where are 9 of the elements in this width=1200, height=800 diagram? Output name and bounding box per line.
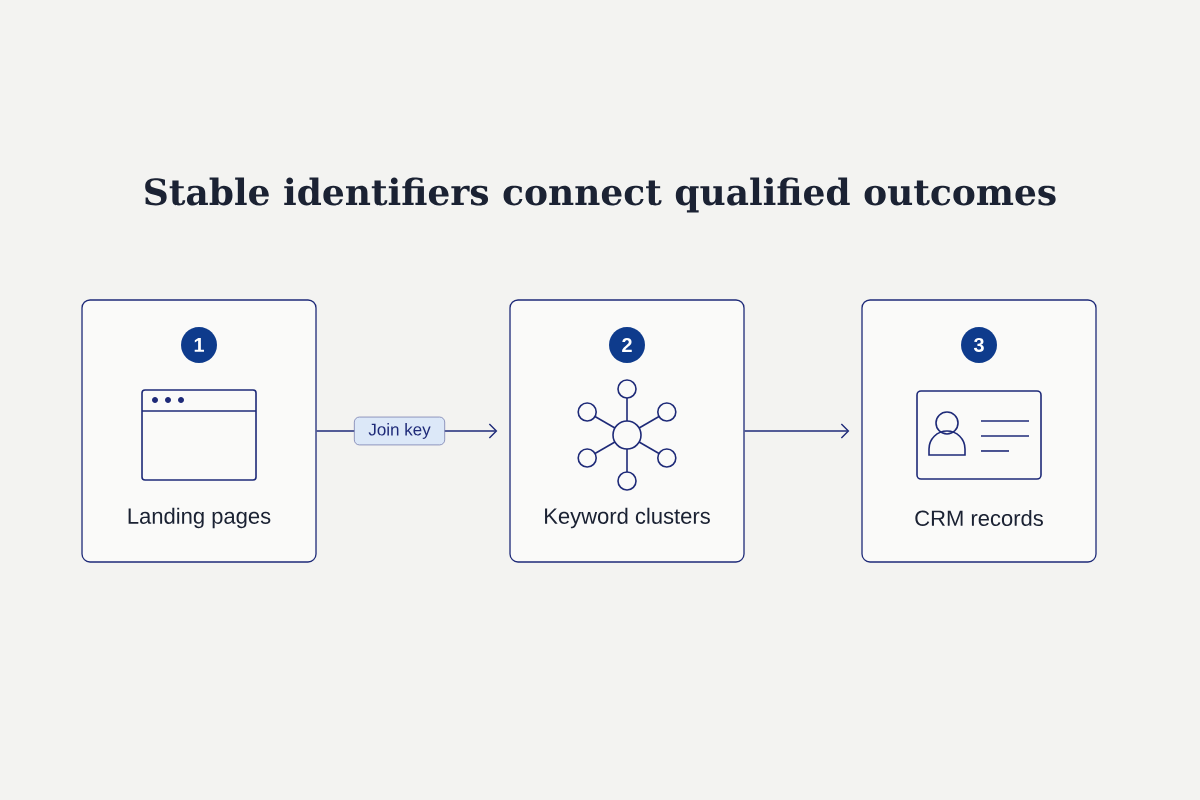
box-label: CRM records [915, 509, 1043, 527]
title: Stable identifiers connect qualified outcomes [145, 177, 1056, 213]
step-number: 2 [609, 327, 645, 363]
box-label: Keyword clusters [545, 507, 710, 529]
step-number: 1 [181, 327, 217, 363]
step-number: 3 [961, 327, 997, 363]
edge-label: Join key [353, 416, 446, 446]
box-label: Landing pages [128, 507, 271, 529]
arrow [743, 423, 850, 439]
